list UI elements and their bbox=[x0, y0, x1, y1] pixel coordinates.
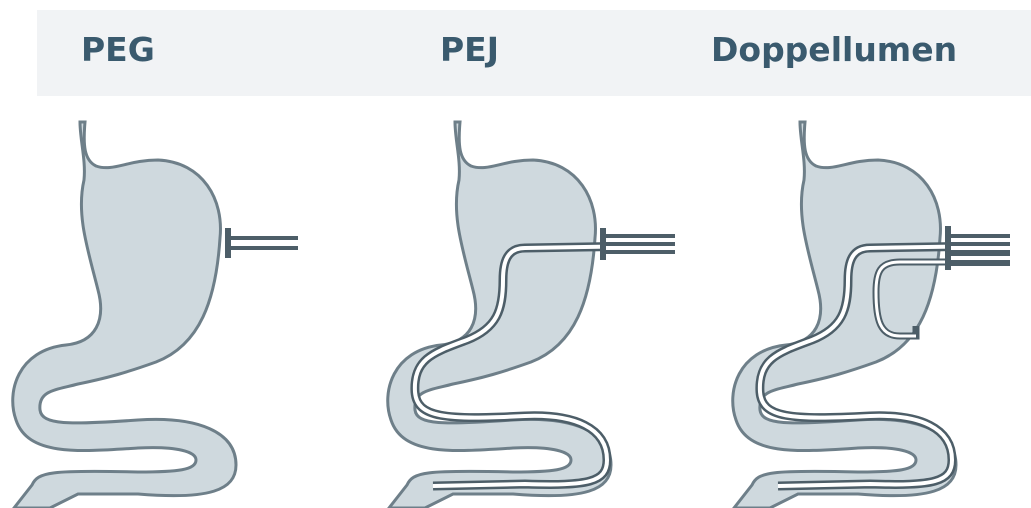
peg-tube bbox=[225, 228, 298, 258]
panel-doppellumen bbox=[733, 122, 1010, 508]
stomach-intestine-peg bbox=[13, 122, 236, 508]
panel-pej bbox=[388, 122, 675, 508]
panel-peg bbox=[13, 122, 298, 508]
